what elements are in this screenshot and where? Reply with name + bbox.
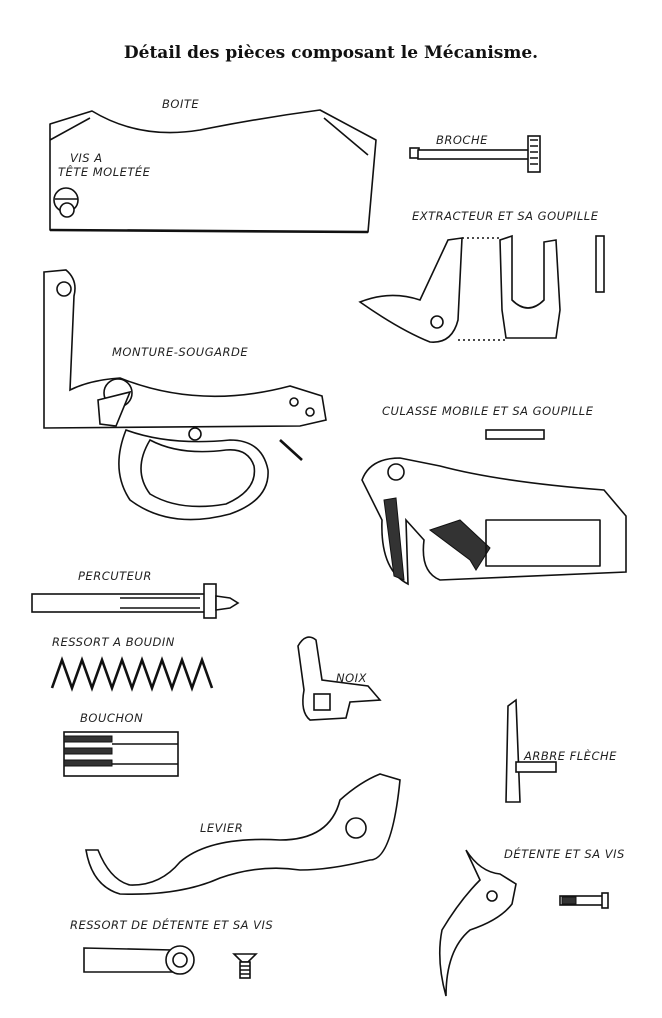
part-monture-sougarde: MONTURE-SOUGARDE [43,269,327,521]
part-noix: NOIX [297,636,382,721]
label-percuteur: PERCUTEUR [78,569,152,583]
label-monture: MONTURE-SOUGARDE [112,345,248,359]
part-ressort-de-detente: RESSORT DE DÉTENTE ET SA VIS [70,917,273,979]
label-ressort-boudin: RESSORT A BOUDIN [52,635,175,649]
part-detente: DÉTENTE ET SA VIS [438,846,625,997]
label-bouchon: BOUCHON [80,711,143,725]
goupille [595,235,605,293]
part-bouchon: BOUCHON [63,711,179,777]
label-ressort-detente: RESSORT DE DÉTENTE ET SA VIS [70,917,273,932]
part-percuteur: PERCUTEUR [31,569,240,619]
label-vis-a: VIS A [70,151,103,165]
part-boite: BOITE VIS A TÊTE MOLETÉE [49,97,377,234]
label-arbre-fleche: ARBRE FLÈCHE [523,748,617,763]
part-culasse-mobile: CULASSE MOBILE ET SA GOUPILLE [361,404,627,586]
part-ressort-a-boudin: RESSORT A BOUDIN [50,635,214,692]
label-tete-moletee: TÊTE MOLETÉE [58,164,151,179]
part-arbre-fleche: ARBRE FLÈCHE [505,698,617,803]
label-extracteur: EXTRACTEUR ET SA GOUPILLE [412,209,599,223]
label-levier: LEVIER [200,821,243,835]
label-broche: BROCHE [436,133,488,147]
part-extracteur: EXTRACTEUR ET SA GOUPILLE [358,209,605,343]
plate-title: Détail des pièces composant le Mécanisme… [124,43,538,63]
label-noix: NOIX [336,671,368,685]
label-boite: BOITE [162,97,199,111]
label-culasse: CULASSE MOBILE ET SA GOUPILLE [382,404,594,418]
label-detente: DÉTENTE ET SA VIS [504,846,625,861]
part-levier: LEVIER [85,773,401,895]
broche-knurled-head [527,135,541,173]
part-broche: BROCHE [409,133,541,173]
